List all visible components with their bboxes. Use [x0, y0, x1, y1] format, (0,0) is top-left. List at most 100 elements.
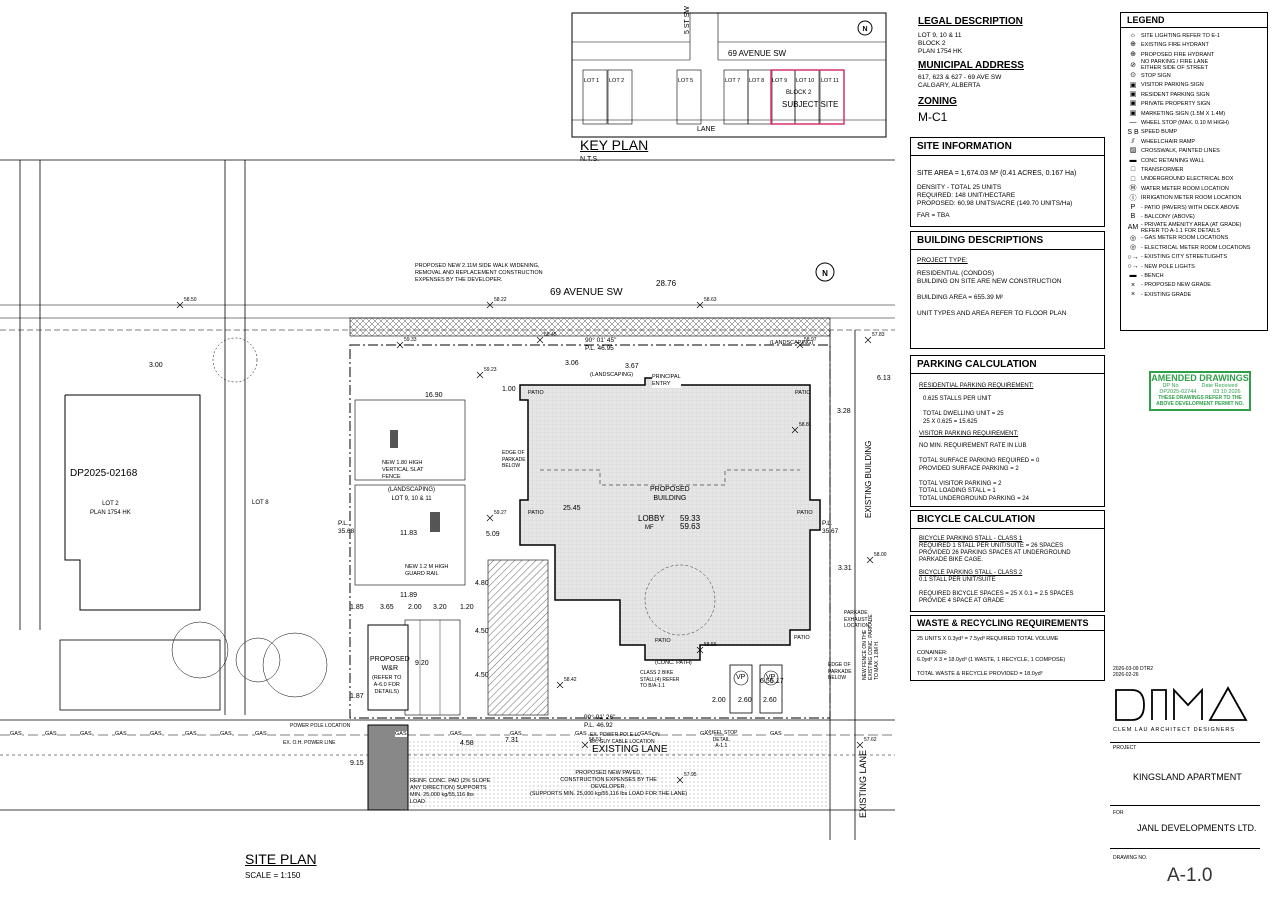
- grade-mark: [476, 371, 484, 379]
- lane-label: EXISTING LANE: [592, 744, 668, 755]
- legend-item: ▬CONC RETAINING WALL: [1121, 156, 1267, 165]
- key-plan-block: BLOCK 2: [786, 90, 812, 96]
- key-plan: N: [571, 12, 887, 138]
- key-plan-street-side: 5 ST SW: [684, 6, 691, 34]
- stamp-col1: DP No: [1162, 383, 1179, 389]
- pl-top: 90° 01' 45" P.L. 46.95: [585, 337, 617, 352]
- legend-symbol-icon: ▣: [1129, 81, 1137, 89]
- legend-label: MARKETING SIGN (1.5M X 1.4M): [1141, 110, 1226, 117]
- street-width-dim: 28.76: [656, 279, 677, 288]
- legend-label: WHEEL STOP (MAX. 0.10 M HIGH): [1141, 119, 1229, 126]
- drawing-label: DRAWING NO.: [1113, 855, 1148, 861]
- street-name: 69 AVENUE SW: [550, 287, 623, 298]
- legend-item: □TRANSFORMER: [1121, 165, 1267, 174]
- dimension-label: 2.00: [712, 697, 726, 704]
- legend-symbol-icon: ▣: [1129, 100, 1137, 108]
- key-plan-lot: [676, 69, 702, 125]
- dimension-label: 3.28: [837, 408, 851, 415]
- bicycle-heading: BICYCLE CALCULATION: [911, 511, 1104, 529]
- patio-label-1: PATIO: [528, 390, 544, 396]
- building-desc-text: RESIDENTIAL (CONDOS) BUILDING ON SITE AR…: [917, 270, 1067, 317]
- fence-note: NEW 1.80 HIGH VERTICAL SLAT FENCE: [382, 460, 424, 480]
- legend-symbol-icon: ▨: [1129, 147, 1137, 155]
- dimension-label: 7.31: [505, 737, 519, 744]
- legend-item: ×- EXISTING GRADE: [1121, 290, 1267, 299]
- legend-label: STOP SIGN: [1141, 72, 1171, 79]
- key-plan-lot: [582, 69, 608, 125]
- parking-res-text: 0.625 STALLS PER UNIT TOTAL DWELLING UNI…: [923, 396, 1004, 425]
- grade-mark: [676, 776, 684, 784]
- rail-note: NEW 1.2 M HIGH GUARD RAIL: [405, 564, 449, 577]
- bicycle-c1-heading: BICYCLE PARKING STALL - CLASS 1: [919, 536, 1023, 542]
- gas-line-label: GAS: [255, 731, 267, 737]
- key-plan-scale: N.T.S.: [580, 156, 600, 163]
- stamp-title: AMENDED DRAWINGS: [1151, 373, 1249, 383]
- site-information-panel: SITE INFORMATION SITE AREA = 1,674.03 M²…: [910, 137, 1105, 227]
- lots-label: (LANDSCAPING) LOT 9, 10 & 11: [388, 487, 436, 502]
- patio-label-3: PATIO: [795, 390, 811, 396]
- legend-label: PRIVATE PROPERTY SIGN: [1141, 101, 1211, 108]
- key-plan-lot-label: LOT 7: [725, 78, 741, 84]
- neighbor-lot: LOT 2 PLAN 1754 HK: [90, 501, 131, 516]
- parking-vis-text: NO MIN. REQUIREMENT RATE IN LUB TOTAL SU…: [919, 443, 1040, 502]
- grade-mark: [536, 336, 544, 344]
- legend-label: TRANSFORMER: [1141, 166, 1184, 173]
- legend-item: ▣ PRIVATE PROPERTY SIGN: [1121, 99, 1267, 108]
- legend-heading: LEGEND: [1121, 13, 1267, 28]
- legend-label: WHEELCHAIR RAMP: [1141, 138, 1196, 145]
- legend-symbol-icon: —: [1129, 119, 1137, 127]
- grade-mark: [866, 556, 874, 564]
- lane-side-label: EXISTING LANE: [858, 749, 868, 818]
- vp-label-1: VP: [736, 674, 746, 681]
- legend-symbol-icon: ⊙: [1130, 72, 1136, 80]
- grade-label: 58.22: [494, 297, 507, 303]
- grade-label: 58.63: [704, 297, 717, 303]
- grade-label: 59.27: [494, 510, 507, 516]
- lane-paving: [400, 740, 830, 810]
- building-desc-heading: BUILDING DESCRIPTIONS: [911, 232, 1104, 250]
- legend-symbol-icon: S B: [1127, 128, 1139, 136]
- gas-line-label: GAS: [450, 731, 462, 737]
- grade-mark: [696, 646, 704, 654]
- bicycle-c2-text: 0.1 STALL PER UNIT/SUITE REQUIRED BICYCL…: [919, 577, 1074, 604]
- key-plan-lot: [747, 69, 773, 125]
- legend-label: CROSSWALK, PAINTED LINES: [1141, 148, 1220, 155]
- dimension-label: 4.50: [475, 672, 489, 679]
- dimension-label: 1.20: [460, 604, 474, 611]
- legend-item: ▨ CROSSWALK, PAINTED LINES: [1121, 146, 1267, 155]
- legend-label: - PATIO (PAVERS) WITH DECK ABOVE: [1141, 204, 1240, 211]
- legend-panel: LEGEND ☼SITE LIGHTING REFER TO E-1⊕EXIST…: [1120, 12, 1268, 331]
- legend-label: SITE LIGHTING REFER TO E-1: [1141, 32, 1220, 39]
- dimension-label: 3.20: [433, 604, 447, 611]
- grade-label: 57.62: [864, 737, 877, 743]
- project-name: KINGSLAND APARTMENT: [1133, 772, 1242, 782]
- grade-label: 58.81: [799, 422, 812, 428]
- landscaping-label: (LANDSCAPING): [590, 372, 634, 378]
- legend-label: IRRIGATION METER ROOM LOCATION: [1141, 195, 1242, 202]
- firm-logo: [1115, 686, 1248, 721]
- legend-item: AM- PRIVATE AMENITY AREA (AT GRADE) REFE…: [1121, 222, 1267, 234]
- site-area: SITE AREA = 1,674.03 M² (0.41 ACRES, 0.1…: [917, 170, 1077, 177]
- legend-symbol-icon: ◎: [1129, 244, 1137, 252]
- conc-path-label: (CONC. PATH): [655, 660, 692, 666]
- gas-line-label: GAS: [220, 731, 232, 737]
- legend-item: ⊕EXISTING FIRE HYDRANT: [1121, 40, 1267, 49]
- grade-label: 58.00: [874, 552, 887, 558]
- legend-symbol-icon: ▬: [1129, 156, 1137, 164]
- edge-parkade: EDGE OF PARKADE BELOW: [828, 662, 852, 681]
- municipal-text: 617, 623 & 627 - 69 AVE SW CALGARY, ALBE…: [918, 74, 1002, 89]
- legend-item: ▣RESIDENT PARKING SIGN: [1121, 90, 1267, 99]
- parkade-exhaust-note: PARKADE EXHAUST LOCATION: [844, 610, 870, 629]
- power-pole-label: POWER POLE LOCATION: [290, 723, 351, 729]
- legend-label: - PROPOSED NEW GRADE: [1141, 282, 1211, 289]
- gas-line-label: GAS: [700, 731, 712, 737]
- patio-label-5: PATIO: [655, 638, 671, 644]
- stamp-note: THESE DRAWINGS REFER TO THE ABOVE DEVELO…: [1156, 395, 1244, 407]
- legend-label: NO PARKING / FIRE LANE EITHER SIDE OF ST…: [1141, 59, 1209, 72]
- dimension-label: 2.60: [738, 697, 752, 704]
- svg-text:N: N: [822, 269, 828, 278]
- site-info-heading: SITE INFORMATION: [911, 138, 1104, 156]
- grade-label: 58.50: [184, 297, 197, 303]
- legend-symbol-icon: ×: [1130, 281, 1136, 289]
